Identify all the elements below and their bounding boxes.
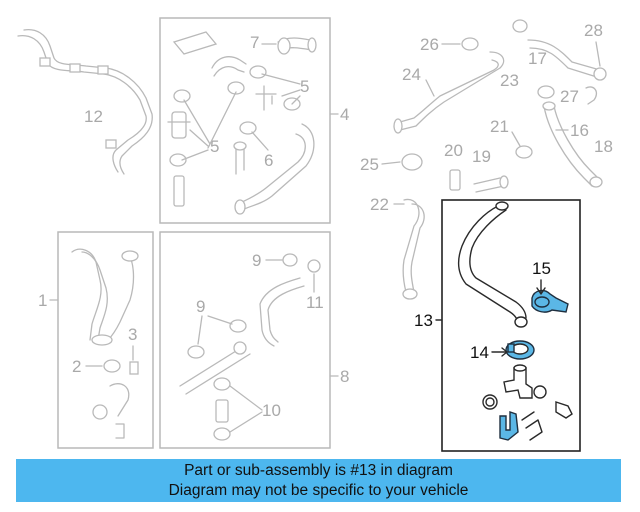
callout-1: 1 <box>38 291 47 310</box>
callout-26: 26 <box>420 35 439 54</box>
callout-3: 3 <box>128 325 137 344</box>
callout-24: 24 <box>402 65 421 84</box>
callout-5-left: 5 <box>210 137 219 156</box>
part-15-clamp <box>531 289 569 313</box>
group-box-1 <box>57 231 154 449</box>
callout-19: 19 <box>472 147 491 166</box>
info-banner: Part or sub-assembly is #13 in diagram D… <box>16 459 621 502</box>
group-box-4 <box>159 17 331 224</box>
callout-17: 17 <box>528 49 547 68</box>
box-4-parts <box>167 31 317 215</box>
banner-line-1: Part or sub-assembly is #13 in diagram <box>184 462 453 479</box>
callout-14: 14 <box>470 343 489 362</box>
callout-6: 6 <box>264 151 273 170</box>
callout-10: 10 <box>262 401 281 420</box>
callout-9-left: 9 <box>196 297 205 316</box>
right-top-parts <box>393 19 607 300</box>
box-1-parts <box>71 248 139 439</box>
callout-21: 21 <box>490 117 509 136</box>
part-13-fittings <box>482 364 573 441</box>
callout-5-right: 5 <box>300 77 309 96</box>
callout-16: 16 <box>570 121 589 140</box>
callout-9-top: 9 <box>252 251 261 270</box>
callout-18: 18 <box>594 137 613 156</box>
callout-13: 13 <box>414 311 433 330</box>
part-14-clamp <box>505 340 535 360</box>
callout-2: 2 <box>72 357 81 376</box>
part-13-hose <box>457 201 528 328</box>
callout-15: 15 <box>532 259 551 278</box>
banner-line-2: Diagram may not be specific to your vehi… <box>168 482 469 499</box>
callout-12: 12 <box>84 107 103 126</box>
callout-28: 28 <box>584 21 603 40</box>
callout-20: 20 <box>444 141 463 160</box>
callout-22: 22 <box>370 195 389 214</box>
callout-11: 11 <box>306 293 324 312</box>
callout-8: 8 <box>340 367 349 386</box>
part-12-tube <box>17 28 153 175</box>
callout-25: 25 <box>360 155 379 174</box>
callout-27: 27 <box>560 87 579 106</box>
box-8-parts <box>179 253 321 441</box>
callout-4: 4 <box>340 105 349 124</box>
group-box-8 <box>159 231 331 449</box>
callout-7: 7 <box>250 33 259 52</box>
callout-23: 23 <box>500 71 519 90</box>
